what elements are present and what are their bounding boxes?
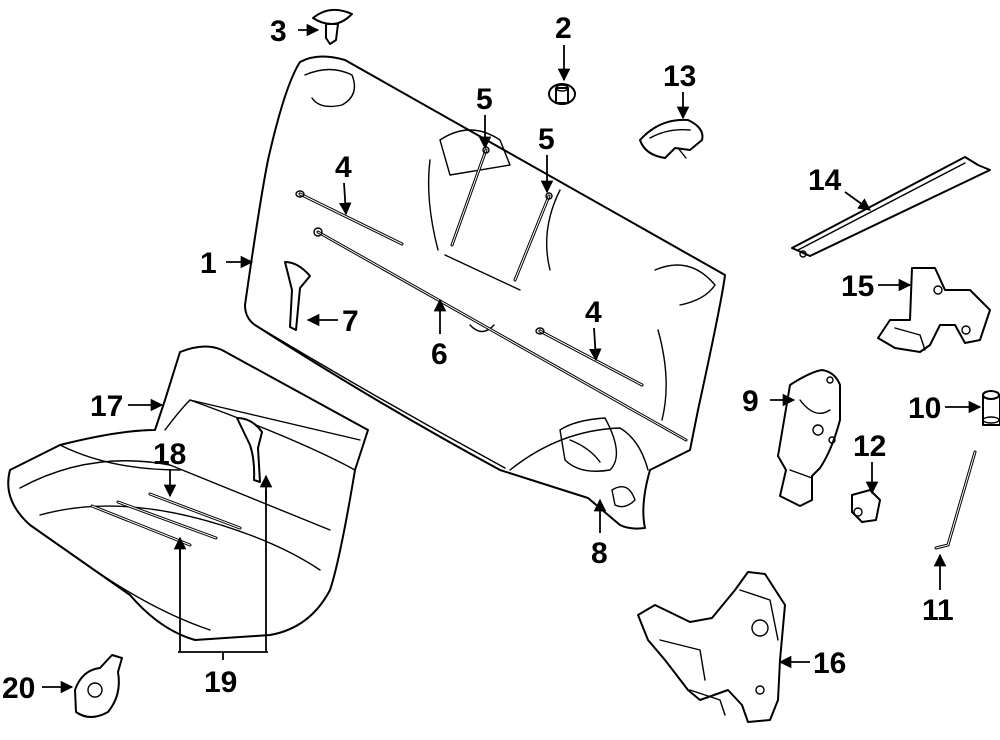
callout-20: 20 (2, 672, 35, 705)
nut-2 (548, 83, 576, 105)
callout-16: 16 (813, 647, 846, 680)
callout-15: 15 (841, 270, 874, 303)
rod-6 (313, 227, 688, 442)
rod-18 (90, 492, 242, 547)
callout-8: 8 (591, 537, 608, 570)
callout-4-lower: 4 (585, 296, 602, 329)
callout-14: 14 (808, 164, 842, 197)
clip-12 (851, 489, 881, 523)
cover-20 (74, 654, 123, 718)
callout-12: 12 (853, 430, 886, 463)
pad-7 (284, 261, 311, 331)
rod-4-upper (295, 190, 404, 246)
cover-13 (639, 118, 704, 159)
bushing-10 (982, 390, 1000, 426)
callout-1: 1 (200, 247, 217, 280)
seat-back-part (244, 55, 726, 530)
bracket-15 (877, 267, 991, 353)
callout-17: 17 (90, 390, 123, 423)
recliner-16 (637, 571, 786, 723)
callout-4-upper: 4 (335, 151, 352, 184)
callout-13: 13 (663, 60, 696, 93)
callout-5-right: 5 (538, 123, 555, 156)
callout-2: 2 (555, 12, 572, 45)
rod-11 (934, 450, 977, 550)
callout-3: 3 (270, 15, 287, 48)
callout-6: 6 (431, 338, 448, 371)
rod-5-right (513, 192, 553, 282)
callout-18: 18 (153, 438, 186, 471)
seat-cushion-part (7, 345, 369, 641)
callout-7: 7 (342, 305, 359, 338)
callout-9: 9 (742, 385, 759, 418)
strip-14 (791, 156, 991, 258)
callout-19: 19 (204, 666, 237, 699)
latch-9 (777, 369, 841, 507)
callout-11: 11 (922, 594, 954, 627)
callout-5-left: 5 (476, 83, 493, 116)
callout-10: 10 (908, 392, 941, 425)
clip-3 (312, 8, 353, 45)
